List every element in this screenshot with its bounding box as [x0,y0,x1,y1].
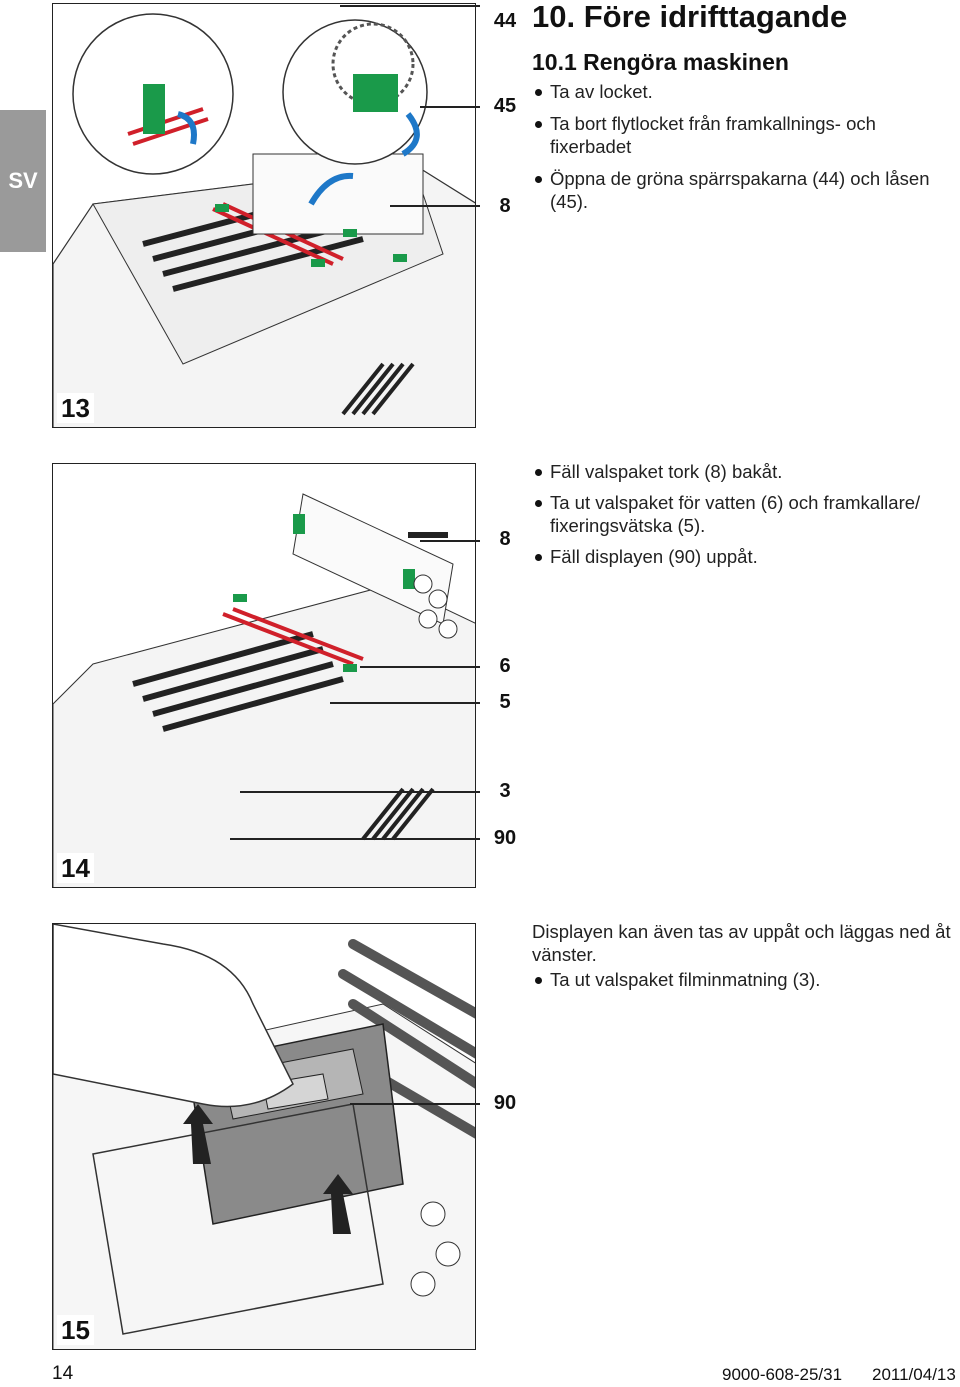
list-item: Fäll displayen (90) uppåt. [532,545,960,568]
page-number: 14 [52,1363,74,1384]
callout-leader [230,838,480,840]
figure-13-number: 13 [57,393,94,423]
callout-leader [240,791,480,793]
list-item: Ta av locket. [532,80,960,103]
callout-8: 8 [499,195,511,217]
figure-15-number: 15 [57,1315,94,1345]
step2-text-block: Fäll valspaket tork (8) bakåt. Ta ut val… [532,460,960,568]
callout-6: 6 [499,655,511,677]
figure-15-illustration [53,924,475,1349]
callout-leader [350,1103,480,1105]
callout-5: 5 [499,691,511,713]
callout-45: 45 [493,95,517,117]
figure-13-illustration [53,13,475,427]
list-item: Ta ut valspaket för vatten (6) och framk… [532,491,960,537]
list-item: Ta ut valspaket filminmatning (3). [532,968,960,991]
language-tab: SV [0,110,46,252]
intro-text-block: 10. Före idrifttagande 10.1 Rengöra mask… [532,0,960,213]
document-number: 9000-608-25/31 [722,1365,843,1384]
list-item: Öppna de gröna spärrspakarna (44) och lå… [532,167,960,213]
callout-90: 90 [493,1092,517,1114]
callout-3: 3 [499,780,511,802]
callout-8: 8 [499,528,511,550]
figure-14: 14 [52,463,476,888]
list-item: Fäll valspaket tork (8) bakåt. [532,460,960,483]
callout-leader [330,702,480,704]
callout-leader [420,540,480,542]
callout-leader [420,106,480,108]
step3-text-block: Displayen kan även tas av uppåt och lägg… [532,920,960,991]
section-title: 10.1 Rengöra maskinen [532,49,789,75]
figure-15: 15 [52,923,476,1350]
list-item: Ta bort flytlocket från framkallnings- o… [532,112,960,158]
figure-13: 13 [52,3,476,428]
callout-leader [340,5,480,7]
figure-14-illustration [53,493,475,887]
figure-14-number: 14 [57,853,94,883]
callout-leader [360,666,480,668]
document-date: 2011/04/13 [872,1365,956,1384]
note-text: Displayen kan även tas av uppåt och lägg… [532,921,951,965]
chapter-title: 10. Före idrifttagande [532,0,848,34]
callout-44: 44 [493,10,517,32]
callout-leader [390,205,480,207]
callout-90: 90 [493,827,517,849]
